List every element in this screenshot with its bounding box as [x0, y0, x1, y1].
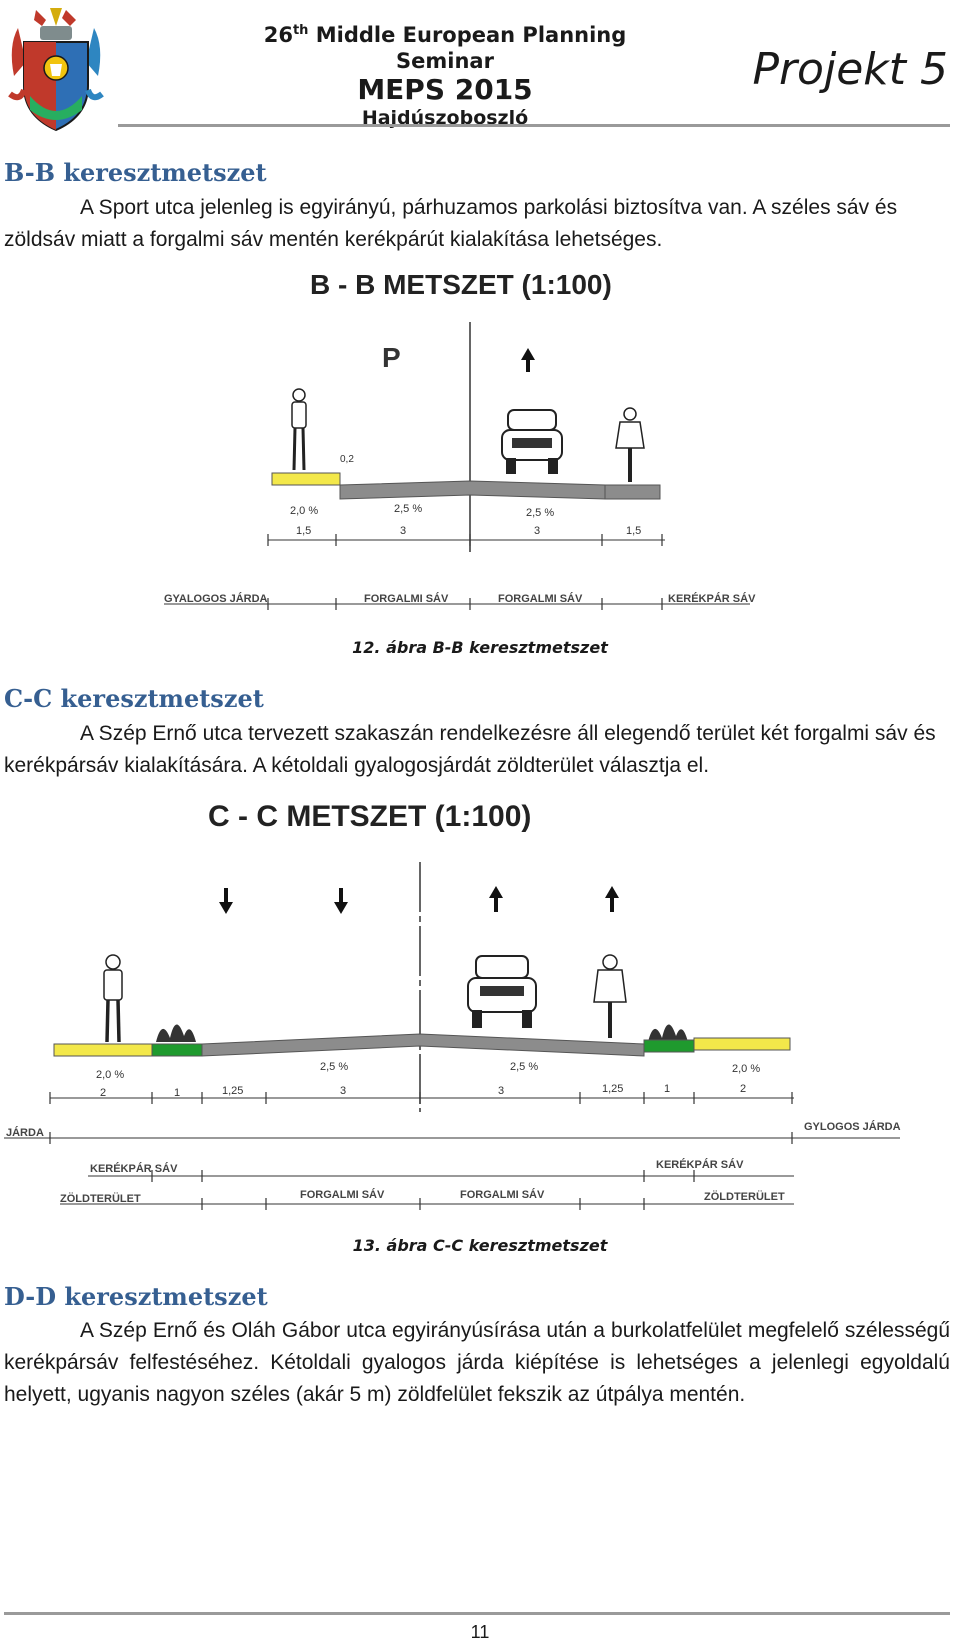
bike-lane-surface — [604, 484, 661, 500]
slope-lane1: 2,5 % — [394, 503, 422, 515]
page-header: 26th Middle European Planning Seminar ME… — [0, 0, 960, 135]
arrow-up-icon — [605, 886, 619, 912]
label-sidewalk-right: GYLOGOS JÁRDA — [804, 1120, 901, 1133]
dimension-ticks — [49, 1092, 793, 1104]
label-sidewalk: GYALOGOS JÁRDA — [164, 592, 268, 605]
dim-4: 3 — [340, 1085, 346, 1097]
pedestrian-icon — [103, 954, 123, 1043]
paragraph-dd: A Szép Ernő és Oláh Gábor utca egyirányú… — [4, 1319, 950, 1406]
dim-7: 1 — [664, 1083, 670, 1095]
slope-sidewalk: 2,0 % — [290, 505, 318, 517]
dim-2: 1 — [174, 1087, 180, 1099]
slope-right: 2,0 % — [732, 1063, 760, 1075]
figure-cc-cross-section: C - C METSZET (1:100) — [4, 800, 901, 1210]
project-label: Projekt 5 — [752, 44, 948, 95]
green-strip-right — [643, 1039, 695, 1053]
coat-of-arms-logo — [8, 8, 104, 132]
arrow-up-icon — [489, 886, 503, 912]
slope-lane1: 2,5 % — [320, 1061, 348, 1073]
footer-divider — [4, 1612, 950, 1615]
dim-3: 1,25 — [222, 1085, 243, 1097]
cyclist-icon — [615, 407, 645, 482]
section-title-dd: D-D keresztmetszet — [4, 1282, 268, 1311]
dim-5: 3 — [498, 1085, 504, 1097]
label-sidewalk-left: JÁRDA — [6, 1126, 44, 1139]
green-strip-left — [151, 1043, 203, 1057]
dim-lane1: 3 — [400, 525, 406, 537]
event-location: Hajdúszoboszló — [361, 107, 529, 129]
sidewalk-left-surface — [53, 1043, 153, 1057]
figure-bb-title: B - B METSZET (1:100) — [310, 269, 612, 300]
paragraph-bb: A Sport utca jelenleg is egyirányú, párh… — [4, 196, 898, 251]
dim-1: 2 — [100, 1087, 106, 1099]
parking-sign: P — [382, 342, 401, 373]
sidewalk-right-surface — [693, 1037, 791, 1051]
label-lane2: FORGALMI SÁV — [460, 1188, 545, 1201]
arrow-up-icon — [521, 348, 535, 372]
dimension-ticks — [267, 534, 663, 546]
roadway-surface — [201, 1033, 645, 1057]
paragraph-cc: A Szép Ernő utca tervezett szakaszán ren… — [4, 722, 936, 777]
slope-lane2: 2,5 % — [510, 1061, 538, 1073]
label-bike-right: KERÉKPÁR SÁV — [656, 1158, 744, 1171]
roadway-surface — [339, 480, 606, 500]
label-lane1: FORGALMI SÁV — [364, 592, 449, 605]
page-number: 11 — [470, 1622, 490, 1642]
label-green-right: ZÖLDTERÜLET — [704, 1190, 785, 1203]
slope-left: 2,0 % — [96, 1069, 124, 1081]
cyclist-icon — [593, 954, 627, 1038]
bush-icon — [156, 1024, 196, 1042]
caption-cc: 13. ábra C-C keresztmetszet — [352, 1236, 608, 1255]
section-title-bb: B-B keresztmetszet — [4, 158, 267, 187]
dim-bike: 1,5 — [626, 525, 641, 537]
caption-bb: 12. ábra B-B keresztmetszet — [352, 638, 608, 657]
label-green-left: ZÖLDTERÜLET — [60, 1192, 141, 1205]
figure-bb-cross-section: B - B METSZET (1:100) P 0,2 2,0 % 2,5 % … — [164, 269, 756, 610]
label-lane1: FORGALMI SÁV — [300, 1188, 385, 1201]
header-divider — [118, 124, 950, 127]
arrow-down-icon — [219, 888, 233, 914]
label-lane2: FORGALMI SÁV — [498, 592, 583, 605]
curb-height-label: 0,2 — [340, 454, 354, 465]
label-bike-left: KERÉKPÁR SÁV — [90, 1162, 178, 1175]
seminar-title: 26th Middle European Planning Seminar ME… — [225, 18, 665, 130]
event-name: MEPS 2015 — [357, 73, 533, 106]
slope-lane2: 2,5 % — [526, 507, 554, 519]
dim-8: 2 — [740, 1083, 746, 1095]
car-icon — [467, 955, 537, 1028]
figure-cc-title: C - C METSZET (1:100) — [208, 800, 531, 833]
car-icon — [501, 409, 563, 474]
dim-6: 1,25 — [602, 1083, 623, 1095]
bush-icon — [648, 1024, 688, 1042]
label-bike: KERÉKPÁR SÁV — [668, 592, 756, 605]
sidewalk-surface — [271, 472, 341, 486]
section-title-cc: C-C keresztmetszet — [4, 684, 264, 713]
arrow-down-icon — [334, 888, 348, 914]
dim-sidewalk: 1,5 — [296, 525, 311, 537]
dim-lane2: 3 — [534, 525, 540, 537]
pedestrian-icon — [291, 388, 307, 471]
